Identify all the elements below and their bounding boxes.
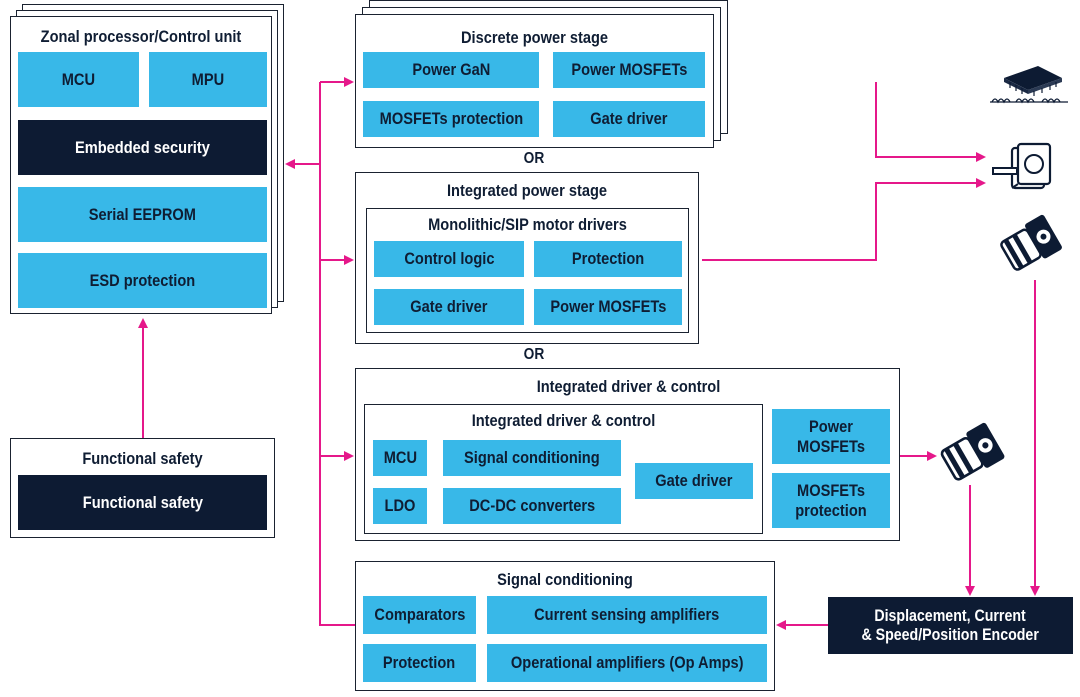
integrated-power-stage-panel: Integrated power stage Monolithic/SIP mo… bbox=[355, 172, 699, 344]
current-sensing-amplifiers-block: Current sensing amplifiers bbox=[487, 596, 767, 634]
gate-driver-block: Gate driver bbox=[635, 463, 753, 499]
signal-conditioning-block: Signal conditioning bbox=[443, 440, 621, 476]
power-gan-block: Power GaN bbox=[363, 52, 539, 88]
encoder-block: Displacement, Current & Speed/Position E… bbox=[828, 597, 1073, 654]
mcu-block: MCU bbox=[373, 440, 427, 476]
functional-safety-title: Functional safety bbox=[82, 449, 203, 468]
mosfets-protection-block: MOSFETs protection bbox=[772, 473, 890, 528]
integrated-driver-control-panel: Integrated driver & control Integrated d… bbox=[355, 368, 900, 541]
monolithic-drivers-panel: Monolithic/SIP motor drivers Control log… bbox=[366, 208, 689, 333]
op-amps-block: Operational amplifiers (Op Amps) bbox=[487, 644, 767, 682]
dc-dc-converters-block: DC-DC converters bbox=[443, 488, 621, 524]
power-mosfets-block: Power MOSFETs bbox=[553, 52, 705, 88]
driver-control-inner-panel: Integrated driver & control MCU Signal c… bbox=[364, 404, 763, 534]
gear-motor-icon bbox=[1000, 214, 1062, 271]
chip-coil-icon bbox=[990, 66, 1068, 104]
mcu-block: MCU bbox=[18, 52, 139, 107]
discrete-power-stage-panel: Discrete power stage Power GaN Power MOS… bbox=[355, 14, 714, 148]
signal-conditioning-panel: Signal conditioning Comparators Current … bbox=[355, 561, 775, 691]
driver-control-title: Integrated driver & control bbox=[536, 377, 721, 396]
control-logic-block: Control logic bbox=[374, 241, 524, 277]
gate-driver-block: Gate driver bbox=[374, 289, 524, 325]
serial-eeprom-block: Serial EEPROM bbox=[18, 187, 267, 242]
protection-block: Protection bbox=[363, 644, 476, 682]
ldo-block: LDO bbox=[373, 488, 427, 524]
bus-line bbox=[319, 82, 355, 626]
or-label-1: OR bbox=[523, 150, 545, 167]
functional-safety-panel: Functional safety Functional safety bbox=[10, 438, 275, 538]
esd-protection-block: ESD protection bbox=[18, 253, 267, 308]
zonal-title: Zonal processor/Control unit bbox=[40, 27, 242, 46]
comparators-block: Comparators bbox=[363, 596, 476, 634]
functional-safety-block: Functional safety bbox=[18, 475, 267, 530]
gate-driver-block: Gate driver bbox=[553, 101, 705, 137]
discrete-title: Discrete power stage bbox=[460, 28, 609, 47]
embedded-security-block: Embedded security bbox=[18, 120, 267, 175]
mosfets-protection-block: MOSFETs protection bbox=[363, 101, 539, 137]
gear-motor-icon bbox=[940, 422, 1005, 481]
or-label-2: OR bbox=[523, 346, 545, 363]
monolithic-title: Monolithic/SIP motor drivers bbox=[428, 215, 627, 234]
signal-conditioning-title: Signal conditioning bbox=[497, 570, 633, 589]
driver-control-inner-title: Integrated driver & control bbox=[471, 411, 656, 430]
mpu-block: MPU bbox=[149, 52, 267, 107]
stepper-motor-icon bbox=[992, 142, 1052, 190]
encoder-line-1: Displacement, Current bbox=[874, 606, 1027, 625]
power-mosfets-block: Power MOSFETs bbox=[772, 409, 890, 464]
protection-block: Protection bbox=[534, 241, 682, 277]
integrated-title: Integrated power stage bbox=[446, 181, 608, 200]
encoder-line-2: & Speed/Position Encoder bbox=[861, 625, 1040, 644]
power-mosfets-block: Power MOSFETs bbox=[534, 289, 682, 325]
zonal-processor-panel: Zonal processor/Control unit MCU MPU Emb… bbox=[10, 16, 272, 314]
